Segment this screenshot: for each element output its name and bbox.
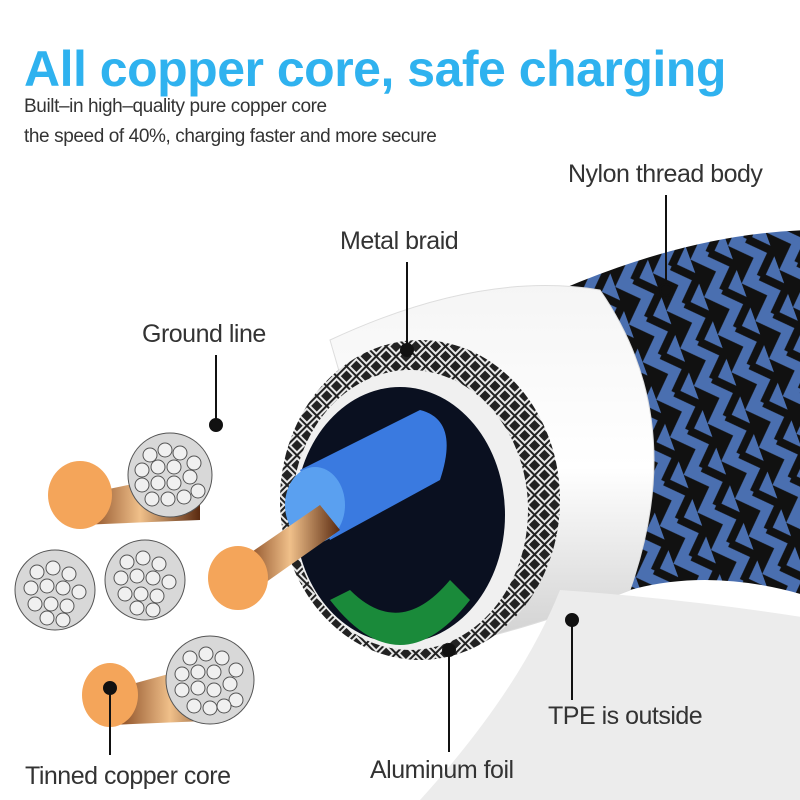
subtitle-line-2: the speed of 40%, charging faster and mo… — [24, 126, 437, 147]
callout-tinned-copper-core: Tinned copper core — [25, 762, 231, 790]
callout-nylon-thread-body: Nylon thread body — [568, 160, 763, 188]
strand-bundle-2 — [14, 549, 96, 631]
subtitle-line-1: Built–in high–quality pure copper core — [24, 96, 327, 117]
headline: All copper core, safe charging — [24, 41, 726, 97]
strand-bundle-4 — [165, 635, 255, 725]
callout-metal-braid: Metal braid — [340, 227, 459, 255]
callout-ground-line: Ground line — [142, 320, 266, 348]
strand-bundle-3 — [104, 539, 186, 621]
callout-tpe-is-outside: TPE is outside — [548, 702, 703, 730]
callout-aluminum-foil: Aluminum foil — [370, 756, 514, 784]
strand-bundle-1 — [127, 432, 213, 518]
